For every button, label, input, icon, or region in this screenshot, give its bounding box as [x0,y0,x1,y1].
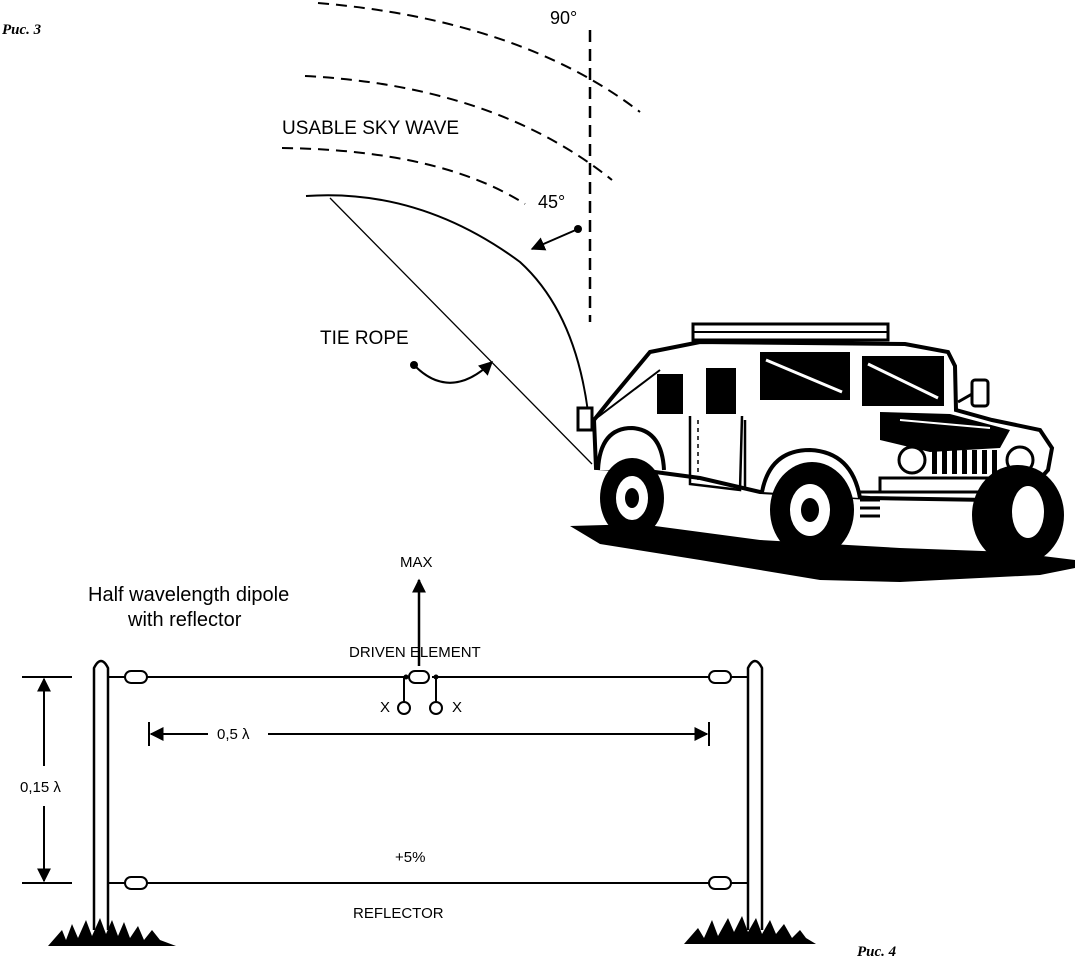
door-panel [688,415,744,492]
wheel-front-left [770,462,854,558]
feed-left-label: X [380,699,390,716]
rear-window [657,374,683,414]
figure-4: Half wavelength dipole with reflector MA… [20,554,897,957]
spacing-label: 0,15 λ [20,779,61,796]
tie-rope [329,197,593,465]
insulator-right-top [708,670,732,684]
dipole-title-line1: Half wavelength dipole [88,584,289,606]
tie-rope-label: TIE ROPE [320,328,409,349]
angle-45-label: 45° [538,192,565,212]
length-label: 0,5 λ [217,726,250,743]
door-window [706,368,736,414]
step-lines [860,490,880,518]
pole-right [746,659,764,930]
reflector-element [124,876,732,890]
insulator-right-bottom [708,876,732,890]
side-mirror [970,378,990,408]
angle-45-arrow [530,228,579,251]
figure-4-caption: Рис. 4 [857,944,897,957]
dipole-title-line2: with reflector [127,609,242,631]
sky-wave-arc-middle [304,75,613,181]
whip-antenna [305,194,589,413]
sky-wave-arc-outer [317,2,641,113]
figure-3-caption: Рис. 3 [2,22,42,38]
figure-3: Рис. 3 90° USABLE SKY WAVE 45° TIE ROPE [2,2,1075,582]
grass-right [684,916,816,944]
insulator-left-bottom [124,876,148,890]
antenna-mount [576,406,594,432]
wheel-rear [600,458,664,538]
grass-left [48,918,176,946]
wheel-front-right [972,465,1064,565]
reflector-extra-label: +5% [395,849,425,866]
reflector-label: REFLECTOR [353,905,444,922]
driven-element-label: DRIVEN ELEMENT [349,644,481,661]
headlight-left [897,445,927,475]
center-insulator [408,670,430,684]
feed-terminal-left [397,701,411,715]
angle-90-label: 90° [550,8,577,28]
sky-wave-label: USABLE SKY WAVE [282,118,459,139]
tie-rope-pointer-arrow [413,361,494,384]
driven-element [124,670,732,715]
feed-right-label: X [452,699,462,716]
pole-left [92,659,110,930]
feed-terminal-right [429,701,443,715]
max-label: MAX [400,554,433,571]
vehicle-illustration [570,322,1075,582]
grille [932,450,997,474]
insulator-left-top [124,670,148,684]
sky-wave-arc-inner [281,147,526,205]
